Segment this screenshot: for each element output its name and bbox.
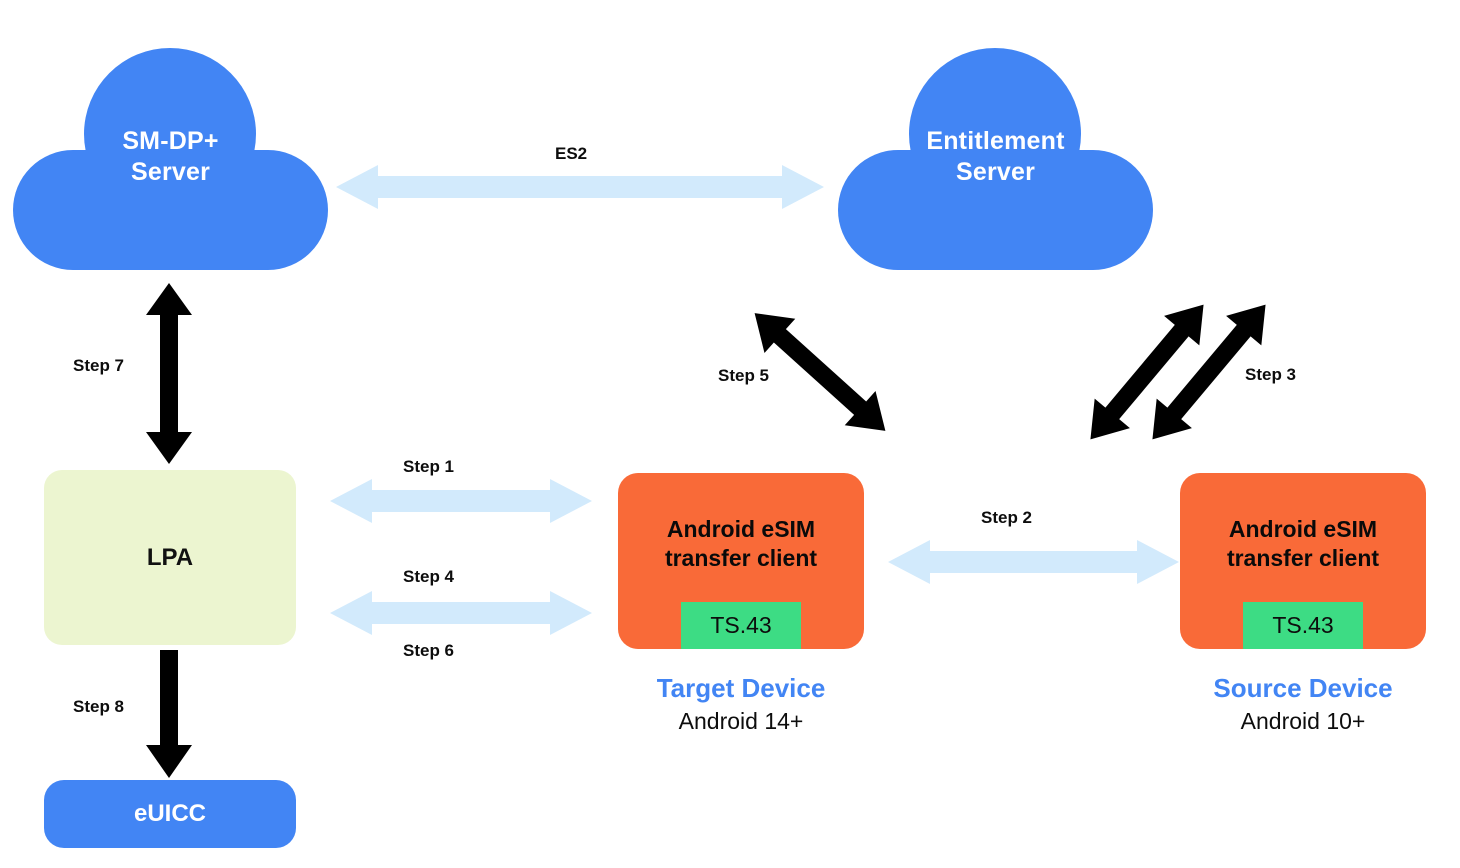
node-target-device-caption: Target Device Android 14+ — [618, 672, 864, 736]
edge-label-step2: Step 2 — [981, 508, 1033, 527]
arrow-step4-step6 — [330, 591, 592, 635]
edge-label-step4: Step 4 — [403, 567, 455, 586]
cloud-shape-icon — [13, 48, 328, 270]
node-target-device-line1: Android eSIM — [666, 516, 816, 542]
node-lpa-label: LPA — [146, 543, 194, 571]
node-lpa[interactable]: LPA — [44, 470, 296, 645]
edge-label-step1: Step 1 — [403, 457, 455, 476]
node-source-device-title: Android eSIM transfer client — [1180, 515, 1426, 573]
node-entitlement-server[interactable]: Entitlement Server — [838, 48, 1153, 270]
node-source-device-line2: transfer client — [1226, 545, 1380, 571]
edge-label-step7: Step 7 — [73, 356, 125, 375]
arrow-step3-left — [1090, 304, 1204, 440]
node-target-device-title: Android eSIM transfer client — [618, 515, 864, 573]
node-smdp-server[interactable]: SM-DP+ Server — [13, 48, 328, 270]
node-target-device-ts43-label: TS.43 — [710, 612, 772, 638]
edge-label-step5: Step 5 — [718, 366, 770, 385]
node-source-device-ts43-badge: TS.43 — [1243, 602, 1363, 649]
node-euicc-label: eUICC — [133, 800, 206, 827]
node-target-device-line2: transfer client — [664, 545, 818, 571]
node-source-device-role: Source Device — [1213, 673, 1393, 703]
node-source-device-caption: Source Device Android 10+ — [1180, 672, 1426, 736]
node-euicc[interactable]: eUICC — [44, 780, 296, 848]
node-source-device[interactable]: Android eSIM transfer client TS.43 — [1180, 473, 1426, 649]
edge-label-step6: Step 6 — [403, 641, 455, 660]
arrow-es2 — [336, 165, 824, 209]
edge-label-es2: ES2 — [555, 144, 588, 163]
edge-label-step3: Step 3 — [1245, 365, 1297, 384]
node-target-device-role: Target Device — [656, 673, 826, 703]
node-target-device-os: Android 14+ — [678, 708, 804, 734]
arrow-step2 — [888, 540, 1179, 584]
arrow-step1 — [330, 479, 592, 523]
edge-label-step8: Step 8 — [73, 697, 125, 716]
node-source-device-os: Android 10+ — [1240, 708, 1366, 734]
node-target-device-ts43-badge: TS.43 — [681, 602, 801, 649]
cloud-shape-icon — [838, 48, 1153, 270]
node-source-device-ts43-label: TS.43 — [1272, 612, 1334, 638]
node-target-device[interactable]: Android eSIM transfer client TS.43 — [618, 473, 864, 649]
arrow-step7 — [146, 283, 192, 464]
node-source-device-line1: Android eSIM — [1228, 516, 1378, 542]
arrow-step8 — [146, 650, 192, 778]
